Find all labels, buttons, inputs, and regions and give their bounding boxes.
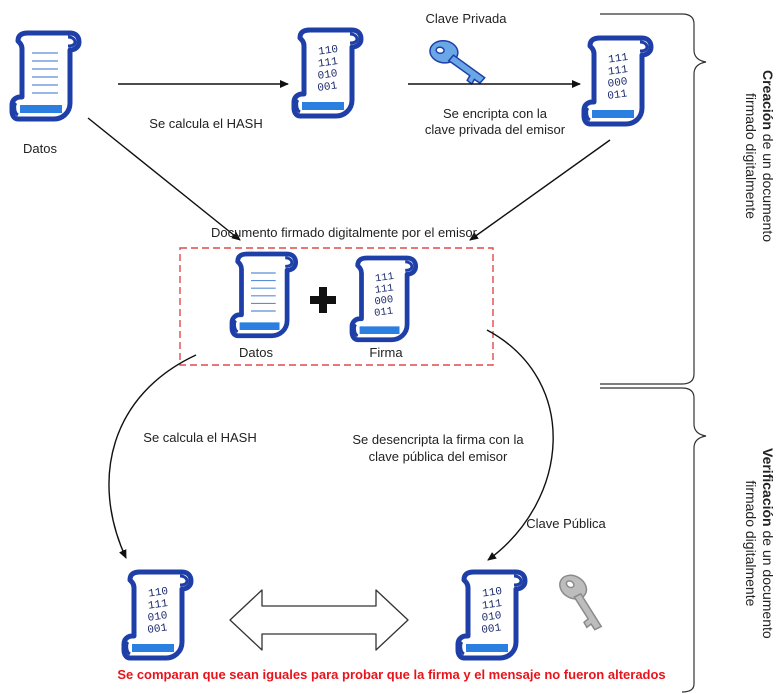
desencripta-label-line2: clave pública del emisor [368,449,508,464]
hash-digits-line: 111 [374,282,394,296]
document-scroll-icon [12,33,79,119]
calc-hash-top-label: Se calcula el HASH [149,116,263,131]
doc-firmado-label: Documento firmado digitalmente por el em… [211,225,477,240]
hash-digits-line: 111 [374,271,394,285]
hash-digits-line: 111 [481,598,503,613]
arrow-datos-to-box [87,117,241,241]
verification-side-label: Verificación de un documento firmado dig… [742,448,776,639]
hash-digits-line: 111 [317,56,339,71]
verification-brace [600,387,707,693]
hash-digits-line: 011 [607,88,629,103]
signed-hash-scroll-icon: 111111000011 [584,38,651,124]
encripta-label-line2: clave privada del emisor [424,122,566,137]
firma-mid-label: Firma [369,345,403,360]
arrow-box-to-left-hash [108,354,197,559]
svg-text:110111010001: 110111010001 [142,586,174,637]
public-key-icon [546,569,618,635]
hash-digits-line: 001 [481,622,503,637]
footer-comparison-text: Se comparan que sean iguales para probar… [117,667,666,682]
creation-brace [600,13,707,385]
signature-scroll-icon: 111111000011 [352,258,416,340]
hash-digits-line: 001 [147,622,169,637]
hash-digits-line: 010 [147,610,168,625]
clave-publica-label: Clave Pública [526,516,606,531]
svg-text:111111000011: 111111000011 [369,271,400,320]
private-key-icon [425,38,490,87]
creation-side-label: Creación de un documento firmado digital… [742,70,776,242]
arrow-signed-to-box [469,139,611,241]
hash-digits-line: 110 [318,44,339,59]
datos-top-label: Datos [23,141,57,156]
hash-digits-line: 000 [374,294,394,308]
hash-digits-line: 110 [148,586,169,601]
signed-document-box [179,247,494,366]
hash-digits-line: 010 [317,68,338,83]
calc-hash-bottom-label: Se calcula el HASH [143,430,257,445]
desencripta-label-line1: Se desencripta la firma con la [352,432,524,447]
verification-bold-text: Verificación [760,448,776,527]
double-arrow-icon [229,589,409,651]
document-scroll-icon [232,254,296,336]
hash-scroll-icon: 110111010001 [458,572,525,658]
hash-digits-line: 000 [607,76,628,91]
hash-digits-line: 011 [374,305,394,319]
datos-mid-label: Datos [239,345,273,360]
hash-digits-line: 010 [481,610,502,625]
creation-bold-text: Creación [760,70,776,130]
hash-scroll-icon: 110111010001 [294,30,361,116]
plus-icon [310,287,336,313]
verification-rest-text: de un documento [760,526,776,639]
svg-text:111111000011: 111111000011 [602,52,635,103]
svg-text:110111010001: 110111010001 [312,44,344,95]
encripta-label-line1: Se encripta con la [442,106,548,121]
clave-privada-label: Clave Privada [425,11,507,26]
hash-digits-line: 111 [607,64,629,79]
arrow-box-to-right-hash [486,329,554,561]
svg-text:110111010001: 110111010001 [476,586,508,637]
hash-digits-line: 110 [482,586,503,601]
hash-digits-line: 001 [317,80,339,95]
creation-line2-text: firmado digitalmente [743,92,759,220]
hash-digits-line: 111 [147,598,169,613]
verification-line2-text: firmado digitalmente [743,480,759,607]
hash-digits-line: 111 [608,52,630,67]
creation-rest-text: de un documento [760,129,776,243]
hash-scroll-icon: 110111010001 [124,572,191,658]
